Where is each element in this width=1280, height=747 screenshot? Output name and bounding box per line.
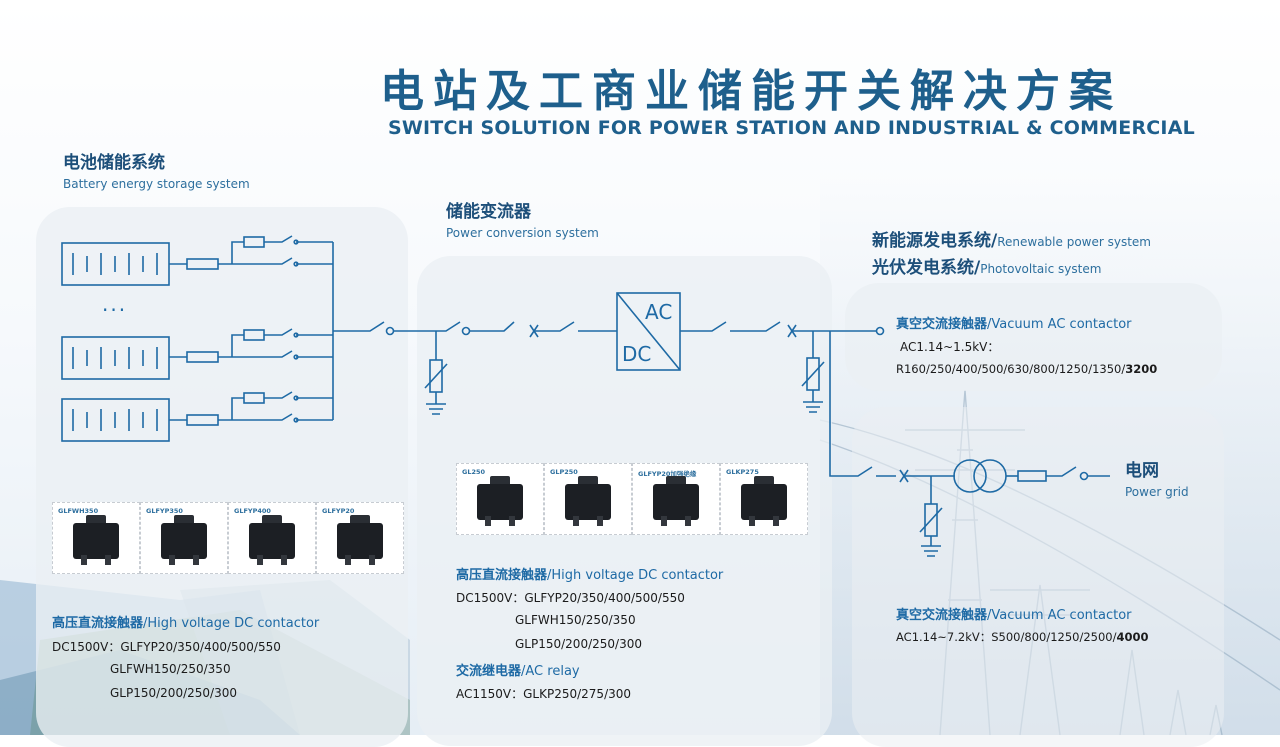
contactor-lead — [685, 516, 691, 526]
grid-spec-models: AC1.14~7.2kV：S500/800/1250/2500/ — [896, 630, 1117, 644]
grid-spec-title: 真空交流接触器/Vacuum AC contactor — [896, 604, 1132, 623]
contactor-image — [477, 484, 523, 520]
product-card: GLFYP350 — [140, 502, 228, 574]
product-label: GL250 — [462, 468, 486, 476]
product-card: GLFYP400 — [228, 502, 316, 574]
pcs-heading: 储能变流器 — [446, 202, 531, 222]
renewable-heading: 新能源发电系统/Renewable power system — [872, 226, 1151, 251]
renewable-spec-title-en: /Vacuum AC contactor — [987, 317, 1132, 332]
renewable-spec-title-cn: 真空交流接触器 — [896, 317, 988, 332]
battery-pack-2 — [61, 336, 170, 380]
pcs-heading-en: Power conversion system — [446, 226, 599, 240]
contactor-lead — [257, 555, 263, 565]
product-card: GLKP275 — [720, 463, 808, 535]
ac-side-line — [680, 321, 1110, 557]
pcs-spec-title-en: /High voltage DC contactor — [547, 568, 724, 583]
product-label: GLFYP400 — [234, 507, 271, 515]
grid-spec-title-en: /Vacuum AC contactor — [987, 608, 1132, 623]
battery-panel — [36, 207, 408, 747]
dc-main-line — [333, 321, 617, 415]
renewable-heading-cn: 新能源发电系统/ — [872, 231, 998, 251]
contactor-lead — [597, 516, 603, 526]
product-card: GLP250 — [544, 463, 632, 535]
contactor-lead — [661, 516, 667, 526]
renewable-spec-line-1: AC1.14~1.5kV： — [900, 340, 1000, 354]
product-label: GLFYP20 — [322, 507, 355, 515]
grid-panel — [852, 407, 1224, 747]
product-label: GLFYP350 — [146, 507, 183, 515]
contactor-lead — [773, 516, 779, 526]
relay-spec-line: AC1150V：GLKP250/275/300 — [456, 687, 632, 701]
contactor-lead — [369, 555, 375, 565]
converter-dc-label: DC — [622, 342, 652, 366]
pv-heading-cn: 光伏发电系统/ — [872, 258, 981, 278]
contactor-lead — [485, 516, 491, 526]
product-card: GLFWH350 — [52, 502, 140, 574]
product-label: GLFYP20加强绝缘 — [638, 470, 697, 478]
product-card: GL250 — [456, 463, 544, 535]
renewable-spec-line-2: R160/250/400/500/630/800/1250/1350/3200 — [896, 362, 1157, 376]
contactor-lead — [345, 555, 351, 565]
battery-pack-1 — [61, 242, 170, 286]
battery-pack-3 — [61, 398, 170, 442]
relay-spec-title-en: /AC relay — [521, 664, 580, 679]
contactor-image — [337, 523, 383, 559]
battery-branches — [169, 235, 334, 426]
contactor-lead — [509, 516, 515, 526]
contactor-image — [653, 484, 699, 520]
battery-spec-line-3: GLP150/200/250/300 — [110, 686, 237, 700]
renewable-spec-models: R160/250/400/500/630/800/1250/1350/ — [896, 362, 1126, 376]
grid-spec-title-cn: 真空交流接触器 — [896, 608, 988, 623]
pcs-spec-title: 高压直流接触器/High voltage DC contactor — [456, 564, 723, 583]
grid-heading: 电网 — [1125, 461, 1159, 481]
pcs-spec-line-3: GLP150/200/250/300 — [515, 637, 642, 651]
contactor-lead — [193, 555, 199, 565]
contactor-lead — [81, 555, 87, 565]
contactor-lead — [281, 555, 287, 565]
page-subtitle: SWITCH SOLUTION FOR POWER STATION AND IN… — [388, 117, 1195, 139]
battery-more-dots: ··· — [102, 298, 128, 322]
product-label: GLP250 — [550, 468, 578, 476]
contactor-image — [741, 484, 787, 520]
battery-spec-title: 高压直流接触器/High voltage DC contactor — [52, 612, 319, 631]
relay-spec-title-cn: 交流继电器 — [456, 664, 522, 679]
battery-spec-line-2: GLFWH150/250/350 — [110, 662, 231, 676]
relay-spec-title: 交流继电器/AC relay — [456, 660, 580, 679]
contactor-image — [161, 523, 207, 559]
renewable-spec-max: 3200 — [1125, 362, 1158, 376]
contactor-lead — [749, 516, 755, 526]
contactor-image — [565, 484, 611, 520]
product-card: GLFYP20 — [316, 502, 404, 574]
pv-heading-en: Photovoltaic system — [980, 262, 1102, 276]
battery-heading: 电池储能系统 — [63, 153, 165, 173]
product-label: GLFWH350 — [58, 507, 99, 515]
contactor-lead — [169, 555, 175, 565]
converter-ac-label: AC — [645, 300, 673, 324]
battery-spec-title-en: /High voltage DC contactor — [143, 616, 320, 631]
pv-heading: 光伏发电系统/Photovoltaic system — [872, 253, 1101, 278]
contactor-lead — [105, 555, 111, 565]
renewable-panel — [845, 283, 1222, 391]
renewable-spec-title: 真空交流接触器/Vacuum AC contactor — [896, 313, 1132, 332]
contactor-image — [73, 523, 119, 559]
battery-spec-line-1: DC1500V：GLFYP20/350/400/500/550 — [52, 640, 281, 654]
contactor-image — [249, 523, 295, 559]
renewable-heading-en: Renewable power system — [997, 235, 1151, 249]
product-label: GLKP275 — [726, 468, 759, 476]
battery-spec-title-cn: 高压直流接触器 — [52, 616, 144, 631]
pcs-spec-line-2: GLFWH150/250/350 — [515, 613, 636, 627]
grid-spec-line-1: AC1.14~7.2kV：S500/800/1250/2500/4000 — [896, 629, 1149, 645]
grid-spec-max: 4000 — [1116, 630, 1149, 644]
pcs-spec-line-1: DC1500V：GLFYP20/350/400/500/550 — [456, 591, 685, 605]
product-card: GLFYP20加强绝缘 — [632, 463, 720, 535]
contactor-lead — [573, 516, 579, 526]
page-title: 电站及工商业储能开关解决方案 — [380, 66, 1122, 117]
pcs-spec-title-cn: 高压直流接触器 — [456, 568, 548, 583]
grid-heading-en: Power grid — [1125, 485, 1189, 499]
battery-heading-en: Battery energy storage system — [63, 177, 250, 191]
